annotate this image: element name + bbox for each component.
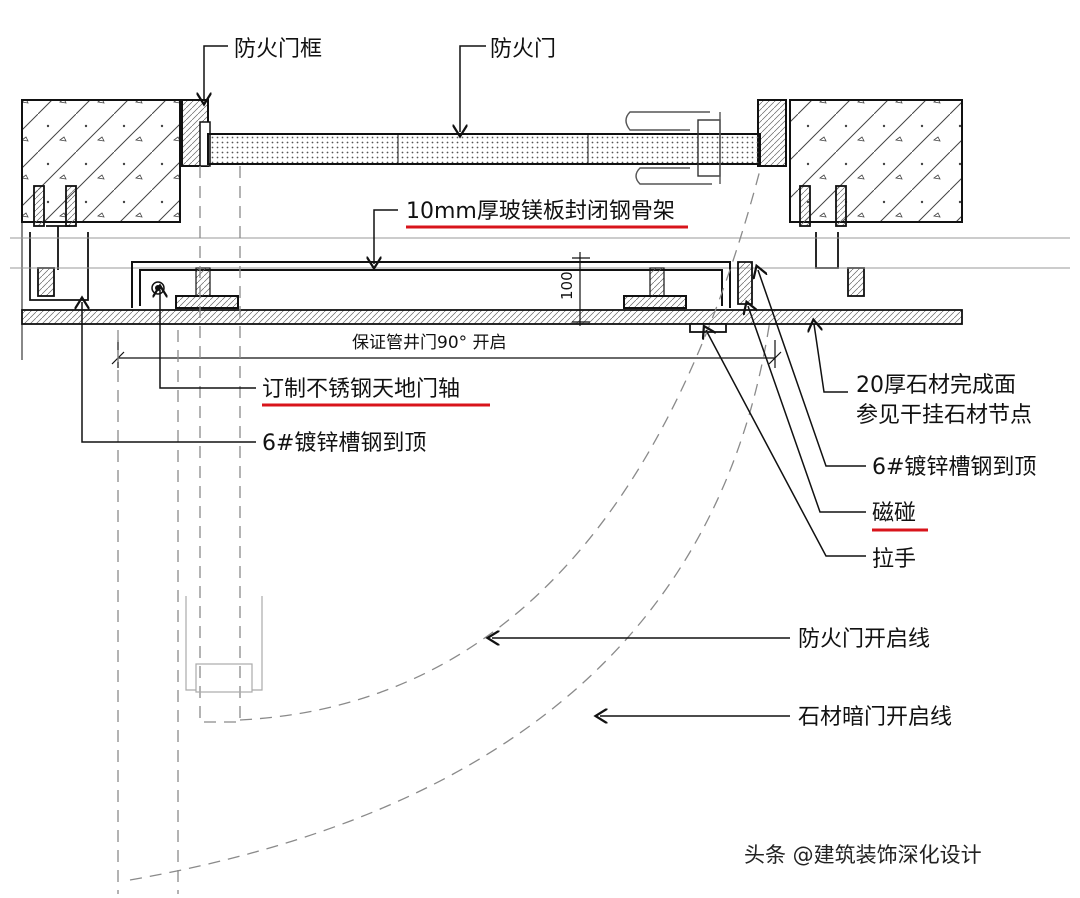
label-channel-left: 6#镀锌槽钢到顶 xyxy=(262,431,426,456)
steel-frame-box xyxy=(131,261,731,309)
label-door-frame: 防火门框 xyxy=(234,37,322,62)
stone-finish-slab xyxy=(21,309,963,325)
label-stone-door-swing: 石材暗门开启线 xyxy=(798,705,952,730)
right-channel-steel xyxy=(799,185,865,297)
dimension-opening-text: 保证管井门90° 开启 xyxy=(352,333,507,353)
watermark: 头条 @建筑装饰深化设计 xyxy=(744,843,982,867)
label-steel-frame: 10mm厚玻镁板封闭钢骨架 xyxy=(406,199,675,224)
door-handle xyxy=(625,111,721,185)
label-channel-right: 6#镀锌槽钢到顶 xyxy=(872,455,1036,480)
label-stone-finish-1: 20厚石材完成面 xyxy=(856,373,1016,398)
right-door-frame xyxy=(757,99,787,167)
fire-door-leaf xyxy=(207,133,761,165)
label-hinge: 订制不锈钢天地门轴 xyxy=(262,377,460,402)
right-concrete-wall xyxy=(789,99,963,223)
dimension-100-text: 100 xyxy=(558,271,576,300)
leader-lines xyxy=(82,45,866,716)
left-door-frame xyxy=(181,99,211,167)
label-fire-door: 防火门 xyxy=(490,37,556,62)
fire-door-swing-arc xyxy=(199,166,761,723)
left-channel-steel xyxy=(29,185,89,301)
label-magnet: 磁碰 xyxy=(872,501,916,526)
label-stone-finish-2: 参见干挂石材节点 xyxy=(856,403,1032,428)
label-handle: 拉手 xyxy=(872,547,916,572)
dimension-100 xyxy=(572,252,590,326)
stone-door-swing-arc xyxy=(117,319,771,894)
handle-elevation xyxy=(185,596,263,693)
reference-lines xyxy=(10,237,1070,269)
label-fire-door-swing: 防火门开启线 xyxy=(798,627,930,652)
